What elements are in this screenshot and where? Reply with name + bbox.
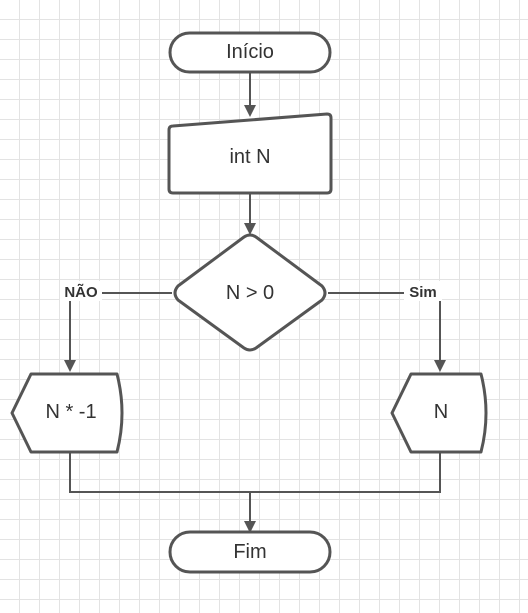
decision-no-label: NÃO: [64, 283, 98, 301]
no-branch-node-label: N * -1: [45, 401, 96, 423]
decision-node: N > 0: [173, 233, 327, 352]
start-node: Início: [168, 31, 332, 74]
no-label-background: [60, 281, 102, 301]
end-node: Fim: [168, 530, 332, 574]
yes-label-background: [404, 281, 442, 301]
input-node: int N: [167, 112, 333, 195]
start-node-label: Início: [226, 41, 274, 63]
connector-decision-no: [64, 292, 172, 372]
connector-decision-yes: [328, 292, 446, 372]
input-node-label: int N: [229, 146, 270, 168]
no-branch-node: N * -1: [10, 372, 124, 454]
yes-branch-node: N: [390, 372, 488, 454]
decision-yes-label: Sim: [409, 284, 437, 301]
yes-branch-node-label: N: [434, 401, 448, 423]
end-node-label: Fim: [233, 541, 266, 563]
connector-no-branch-to-merge: [69, 453, 250, 493]
connector-yes-branch-to-merge: [250, 453, 441, 493]
decision-node-label: N > 0: [226, 282, 274, 304]
